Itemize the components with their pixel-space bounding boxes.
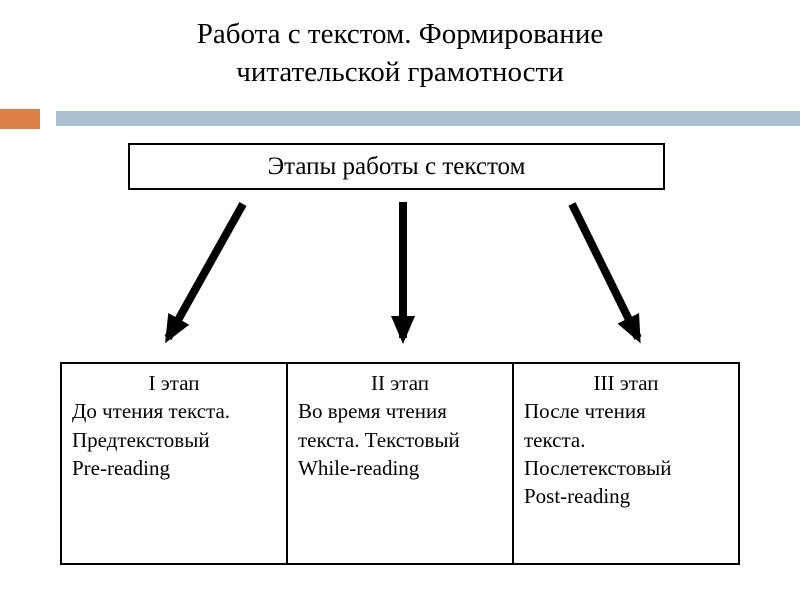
stages-table: I этап До чтения текста. Предтекстовый P… <box>60 362 740 565</box>
stage-3-heading: III этап <box>593 371 659 395</box>
stages-header-box: Этапы работы с текстом <box>128 143 665 190</box>
stage-1-body: До чтения текста. Предтекстовый Pre-read… <box>72 399 231 481</box>
stage-2-body: Во время чтения текста. Текстовый While-… <box>298 399 460 481</box>
arrow-right <box>568 202 642 344</box>
accent-bar-blue <box>56 111 800 126</box>
stage-cell-1: I этап До чтения текста. Предтекстовый P… <box>62 364 288 563</box>
accent-bar-orange <box>0 109 40 129</box>
stages-header-label: Этапы работы с текстом <box>267 152 526 180</box>
arrows-layer <box>164 202 642 344</box>
stage-cell-3: III этап После чтения текста. Послетекст… <box>514 364 738 563</box>
accent-strip <box>0 108 800 130</box>
stage-1-heading: I этап <box>148 371 200 395</box>
stage-cell-2: II этап Во время чтения текста. Текстовы… <box>288 364 514 563</box>
stage-3-body: После чтения текста. Послетекстовый Post… <box>524 399 672 509</box>
slide-title: Работа с текстом. Формирование читательс… <box>196 18 604 88</box>
arrow-left <box>164 202 247 344</box>
stage-2-heading: II этап <box>371 371 429 395</box>
